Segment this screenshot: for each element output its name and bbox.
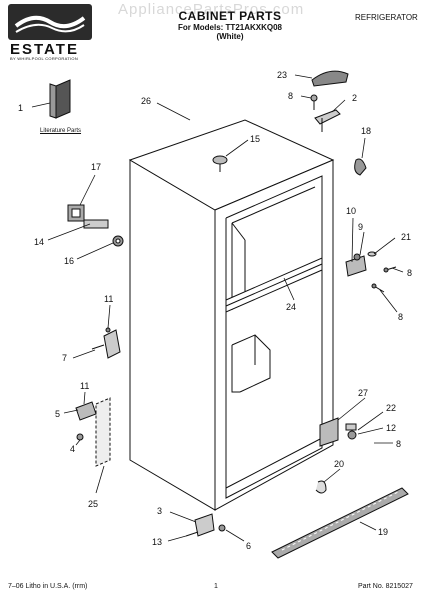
callout-9: 9 — [358, 222, 363, 232]
callout-8-bottom: 8 — [396, 439, 401, 449]
bottom-hinge-icon — [319, 417, 357, 447]
callout-10: 10 — [346, 206, 356, 216]
brand-tagline: BY WHIRLPOOL CORPORATION — [10, 56, 79, 61]
callout-5: 5 — [55, 409, 60, 419]
callout-13: 13 — [152, 537, 162, 547]
appliance-type: REFRIGERATOR — [355, 13, 418, 22]
leveling-leg-icon — [185, 513, 226, 537]
hinge-pin-assembly-icon — [67, 204, 124, 247]
callout-6: 6 — [246, 541, 251, 551]
callout-20: 20 — [334, 459, 344, 469]
side-bracket-icon — [91, 327, 121, 359]
callout-22: 22 — [386, 403, 396, 413]
callout-26: 26 — [141, 96, 151, 106]
brand-swoosh-icon — [14, 15, 86, 33]
lower-hinge-bracket-icon — [75, 397, 111, 467]
callout-25: 25 — [88, 499, 98, 509]
callout-1: 1 — [18, 103, 23, 113]
callout-11-lower: 11 — [80, 381, 89, 391]
page-title: CABINET PARTS — [178, 9, 282, 23]
callout-17: 17 — [91, 162, 101, 172]
models-line: For Models: TT21AKXKQ08 — [177, 23, 282, 32]
brand-logo: ESTATE BY WHIRLPOOL CORPORATION — [8, 4, 94, 61]
literature-parts-label: Literature Parts — [40, 128, 82, 134]
footer-litho: 7–06 Litho in U.S.A. (rrm) — [8, 583, 88, 590]
watermark: AppliancePartsPros.com — [118, 1, 305, 18]
callout-8-lower: 8 — [398, 312, 403, 322]
door-stop-icon — [354, 158, 367, 176]
callout-15: 15 — [250, 134, 260, 144]
footer-part-number: Part No. 8215027 — [358, 583, 413, 590]
divider-rail — [225, 257, 323, 313]
callout-8-mid: 8 — [407, 268, 412, 278]
brand-name: ESTATE — [10, 41, 79, 58]
callout-11-upper: 11 — [104, 294, 113, 304]
callout-21: 21 — [401, 232, 411, 242]
screw-icon — [310, 94, 318, 110]
color-line: (White) — [216, 32, 244, 41]
center-hinge-icon — [345, 251, 397, 293]
leader-lines — [31, 74, 404, 542]
callout-labels: 1 26 23 8 2 15 18 17 14 16 10 9 21 8 8 2… — [18, 70, 412, 551]
top-hinge-icon — [314, 109, 341, 132]
literature-booklet-icon — [49, 79, 71, 119]
toe-grille-icon — [271, 487, 409, 559]
callout-8-top: 8 — [288, 91, 293, 101]
callout-12: 12 — [386, 423, 396, 433]
callout-19: 19 — [378, 527, 388, 537]
callout-18: 18 — [361, 126, 371, 136]
hinge-cover-icon — [311, 70, 349, 87]
clip-icon — [315, 480, 327, 494]
bottom-rail — [225, 437, 323, 499]
crisper-step — [231, 334, 271, 393]
callout-24: 24 — [286, 302, 296, 312]
brand-emblem — [8, 4, 92, 40]
cabinet-body — [128, 119, 335, 511]
callout-16: 16 — [64, 256, 74, 266]
callout-7: 7 — [62, 353, 67, 363]
callout-4: 4 — [70, 444, 75, 454]
callout-2: 2 — [352, 93, 357, 103]
callout-14: 14 — [34, 237, 44, 247]
callout-27: 27 — [358, 388, 368, 398]
callout-3: 3 — [157, 506, 162, 516]
callout-23: 23 — [277, 70, 287, 80]
footer-page-number: 1 — [214, 583, 218, 590]
plug-icon — [212, 155, 228, 172]
